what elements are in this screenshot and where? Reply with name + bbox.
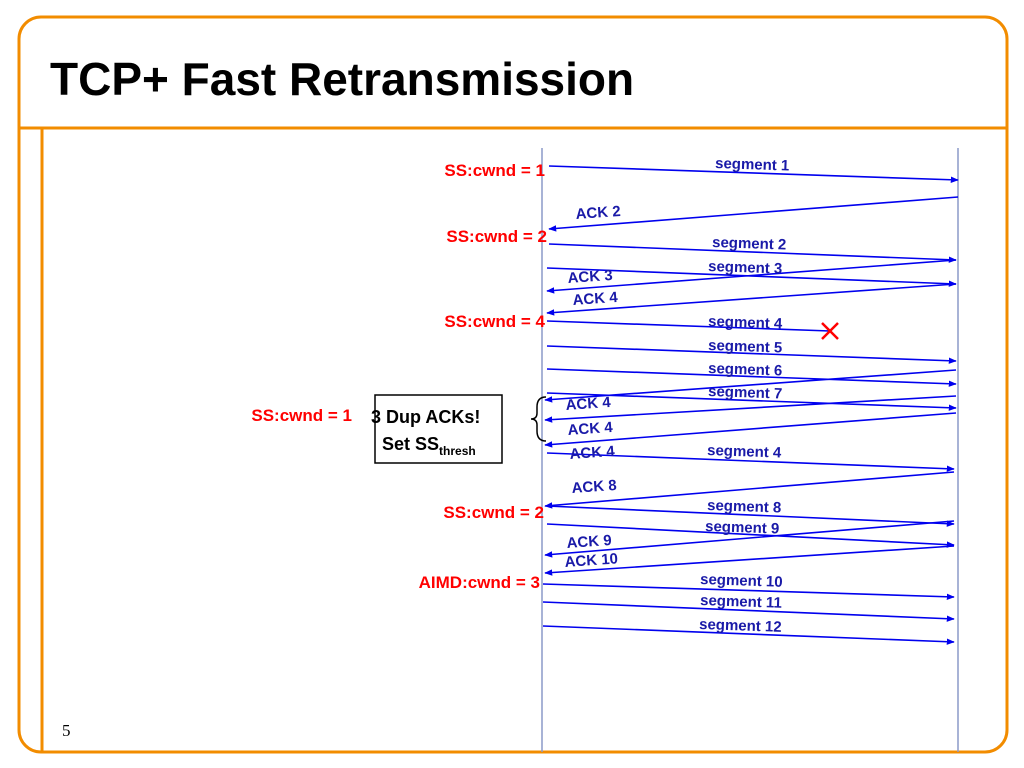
cwnd-label-2: SS:cwnd = 2 [446, 227, 547, 246]
segment-label-seg5: segment 5 [708, 337, 783, 357]
ack-label-ack3: ACK 3 [567, 267, 613, 287]
segment-label-seg11: segment 11 [700, 592, 782, 612]
note-line-2: Set SSthresh [382, 434, 476, 458]
ack-label-ack4a: ACK 4 [572, 289, 619, 309]
cwnd-label-6: AIMD:cwnd = 3 [419, 573, 540, 592]
ack-arrow-ack4c [544, 395, 957, 423]
ack-label-ack9: ACK 9 [566, 532, 612, 552]
slide-border [17, 15, 1009, 754]
cwnd-label-4: SS:cwnd = 1 [251, 406, 352, 425]
note-line-2-main: Set SS [382, 434, 439, 454]
segment-label-seg7: segment 7 [708, 383, 783, 403]
segment-arrow-seg9 [546, 523, 955, 548]
segment-label-seg3: segment 3 [708, 258, 783, 278]
note-line-1: 3 Dup ACKs! [371, 407, 480, 427]
cwnd-label-1: SS:cwnd = 1 [444, 161, 545, 180]
ack-arrow-ack4b [544, 369, 957, 403]
ack-arrow-ack10 [544, 545, 955, 576]
segment-arrow-seg12 [542, 625, 955, 645]
slide-title: TCP+ Fast Retransmission [50, 53, 635, 105]
segment-label-seg4: segment 4 [708, 313, 783, 333]
message-arrows [542, 165, 959, 645]
segment-label-seg10: segment 10 [700, 571, 783, 591]
ack-arrow-ack4a [546, 283, 957, 316]
segment-label-seg9: segment 9 [705, 518, 780, 538]
segment-arrow-seg6 [546, 368, 957, 387]
ack-label-ack4d: ACK 4 [569, 443, 616, 463]
ack-arrow-ack8 [544, 471, 955, 509]
ack-label-ack4c: ACK 4 [567, 419, 614, 439]
segment-label-seg12: segment 12 [699, 616, 782, 636]
ack-arrow-ack4d [544, 412, 957, 448]
ack-label-ack4b: ACK 4 [565, 394, 612, 414]
ack-arrow-ack3 [546, 259, 957, 294]
ack-arrow-ack2 [548, 196, 959, 232]
ack-label-ack8: ACK 8 [571, 477, 617, 497]
segment-arrow-seg2 [548, 243, 957, 263]
note-brace [530, 396, 547, 442]
segment-arrow-seg11 [542, 601, 955, 622]
segment-label-seg6: segment 6 [708, 360, 783, 380]
segment-label-seg1: segment 1 [715, 155, 790, 175]
cwnd-label-5: SS:cwnd = 2 [443, 503, 544, 522]
ack-label-ack10: ACK 10 [564, 550, 618, 571]
segment-label-seg4r: segment 4 [707, 442, 782, 462]
segment-arrow-seg8 [546, 505, 955, 527]
ack-arrow-ack9 [544, 520, 955, 558]
segment-label-seg2: segment 2 [712, 234, 787, 254]
segment-arrow-seg1 [548, 165, 959, 183]
note-box [374, 394, 503, 464]
segment-arrow-seg10 [542, 583, 955, 600]
page-number: 5 [62, 721, 71, 740]
dup-acks-note: 3 Dup ACKs! Set SSthresh [371, 394, 547, 464]
segment-label-seg8: segment 8 [707, 497, 782, 517]
note-line-2-sub: thresh [439, 444, 476, 458]
ack-label-ack2: ACK 2 [575, 203, 621, 223]
cwnd-label-3: SS:cwnd = 4 [444, 312, 545, 331]
lost-segment-arrow-seg4 [546, 320, 831, 332]
segment-arrow-seg5 [546, 345, 957, 364]
segment-arrow-seg4r [546, 452, 955, 472]
loss-x-icon [821, 322, 839, 340]
